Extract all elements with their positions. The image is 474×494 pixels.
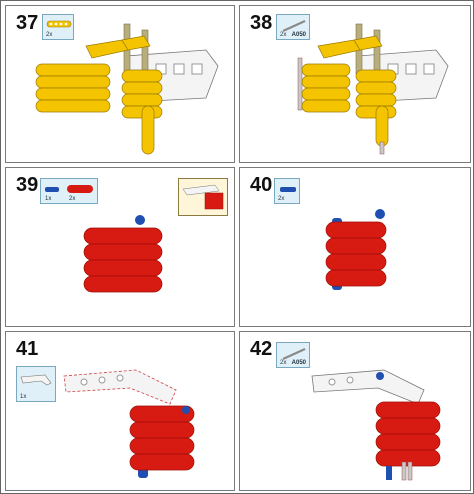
part-quantity-liftarm: 2x <box>69 196 76 202</box>
parts-callout: 2x A050 <box>276 342 310 368</box>
parts-callout: 2x A050 <box>276 14 310 40</box>
subassembly-preview <box>178 178 228 216</box>
part-quantity: 2x <box>46 32 53 38</box>
step-number: 40 <box>250 174 273 196</box>
part-quantity: 2x <box>280 360 287 366</box>
part-quantity: 1x <box>20 394 27 400</box>
step-37-panel: 37 2x <box>5 5 235 163</box>
assembly-model <box>325 209 387 290</box>
step-number: 41 <box>16 338 39 360</box>
parts-callout: 1x 2x <box>40 178 98 204</box>
part-code: A050 <box>291 32 306 38</box>
axle-part-icon <box>282 347 306 361</box>
subassembly-model <box>182 184 224 210</box>
assembly-model <box>63 369 195 478</box>
assembly-model <box>83 215 163 293</box>
step-number: 38 <box>250 12 273 34</box>
step-38-panel: 38 2x A050 <box>239 5 471 163</box>
step-41-panel: 41 1x <box>5 331 235 491</box>
pin-part-icon <box>280 187 296 192</box>
step-number: 37 <box>16 12 39 34</box>
part-quantity-pin: 1x <box>45 196 52 202</box>
assembly-model <box>35 23 219 155</box>
step-40-panel: 40 2x <box>239 167 471 327</box>
step-number: 39 <box>16 174 39 196</box>
pin-and-liftarm-part-icons <box>45 185 93 193</box>
step-42-panel: 42 2x A050 <box>239 331 471 491</box>
parts-callout: 2x <box>42 14 74 40</box>
axle-part-icon <box>282 19 306 33</box>
part-code: A050 <box>291 360 306 366</box>
part-quantity: 2x <box>280 32 287 38</box>
parts-callout: 2x <box>274 178 300 204</box>
step-39-panel: 39 1x 2x <box>5 167 235 327</box>
liftarm-part-icon <box>46 20 72 28</box>
assembly-model <box>297 23 449 155</box>
part-quantity: 2x <box>278 196 285 202</box>
assembly-model <box>311 369 441 481</box>
parts-callout: 1x <box>16 366 56 402</box>
bent-liftarm-part-icon <box>20 374 52 386</box>
step-number: 42 <box>250 338 273 360</box>
